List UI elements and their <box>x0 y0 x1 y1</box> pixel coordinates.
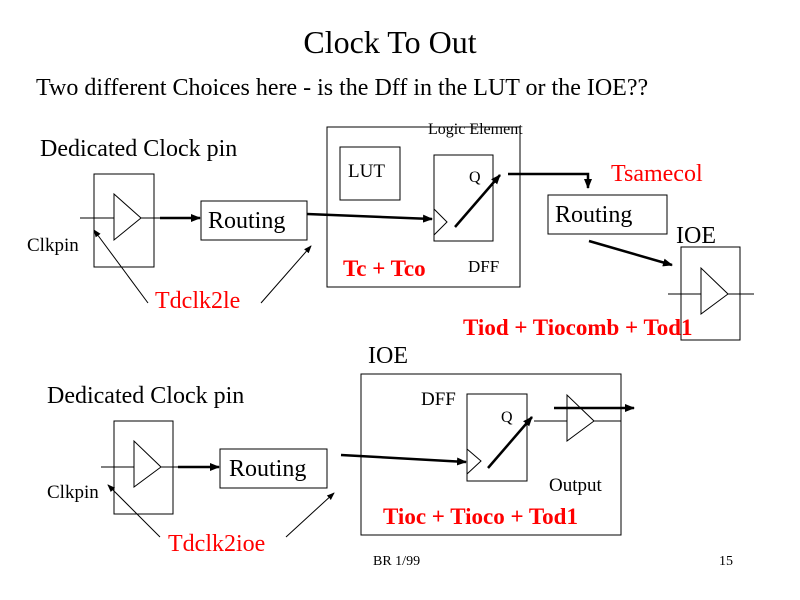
top-dff-q-arrow <box>454 174 501 228</box>
bottom-routing-label: Routing <box>229 456 307 482</box>
output-label: Output <box>549 475 602 496</box>
top-ioe-buffer-icon <box>700 266 729 315</box>
top-routing-to-dff-arrow <box>306 212 433 223</box>
lut-box <box>339 146 401 201</box>
bottom-ioe-label: IOE <box>368 343 408 369</box>
top-clock-pin-title: Dedicated Clock pin <box>40 136 238 162</box>
top-clock-pin-box <box>93 173 155 268</box>
top-delay-tsamecol: Tsamecol <box>611 161 703 187</box>
top-delay-tdclk2le: Tdclk2le <box>155 288 241 314</box>
top-delay-ioe: Tiod + Tiocomb + Tod1 <box>463 315 693 340</box>
top-dff-clock-icon <box>433 208 448 236</box>
lut-label: LUT <box>348 161 385 182</box>
top-q-to-routing-arrow <box>508 172 592 189</box>
bottom-delay-pointer-left <box>107 484 161 538</box>
slide-title: Clock To Out <box>303 24 477 60</box>
output-buffer-icon <box>566 393 595 442</box>
bottom-dff-clock-icon <box>466 448 482 475</box>
bottom-clock-buffer-icon <box>133 439 162 488</box>
footer-left: BR 1/99 <box>373 554 421 569</box>
top-routing-to-ioe-arrow <box>588 239 673 267</box>
top-ioe-label: IOE <box>676 223 716 249</box>
top-delay-pointer-left <box>93 229 149 304</box>
top-routing-label: Routing <box>208 208 286 234</box>
logic-element-label: Logic Element <box>428 121 523 138</box>
top-clock-buffer-icon <box>113 192 142 242</box>
top-delay-tc-tco: Tc + Tco <box>343 256 426 281</box>
bottom-routing-to-dff-arrow <box>340 453 467 466</box>
logic-element-box <box>326 126 521 288</box>
slide-subtitle: Two different Choices here - is the Dff … <box>36 75 649 101</box>
page-number: 15 <box>719 554 733 569</box>
bottom-q-label: Q <box>501 409 513 426</box>
top-dff-label: DFF <box>468 257 500 276</box>
bottom-delay-tdclk2ioe: Tdclk2ioe <box>168 531 266 557</box>
top-clkpin-label: Clkpin <box>27 235 79 256</box>
bottom-delay-ioe: Tioc + Tioco + Tod1 <box>383 504 578 529</box>
bottom-ioe-box <box>360 373 622 536</box>
bottom-dff-q-arrow <box>487 416 533 469</box>
bottom-clock-pin-title: Dedicated Clock pin <box>47 383 245 409</box>
bottom-delay-pointer-right <box>285 492 335 538</box>
bottom-dff-label: DFF <box>421 389 456 410</box>
bottom-dff-box <box>466 393 528 482</box>
top-q-label: Q <box>469 169 481 186</box>
top-routing-box <box>200 200 308 241</box>
top-dff-box <box>433 154 494 242</box>
top-delay-pointer-right <box>260 245 312 304</box>
bottom-clkpin-label: Clkpin <box>47 482 99 503</box>
top-routing2-box <box>547 194 668 235</box>
bottom-routing-box <box>219 448 328 489</box>
top-routing2-label: Routing <box>555 202 633 228</box>
